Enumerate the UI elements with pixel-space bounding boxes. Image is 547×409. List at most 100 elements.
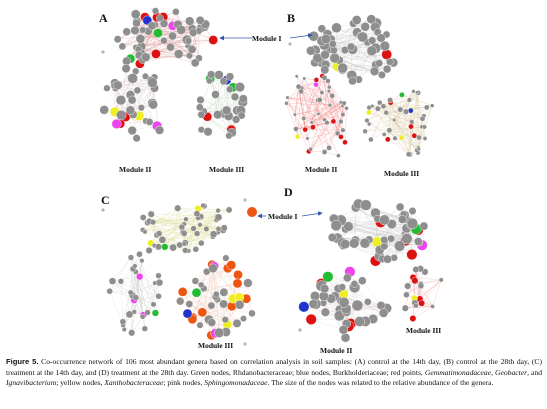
d-module-i-edge	[332, 204, 367, 238]
b-module-ii-edge	[344, 108, 347, 143]
a-module-i-node	[166, 43, 175, 52]
a-module-i-node	[118, 42, 127, 51]
a-module-ii-node	[127, 73, 138, 84]
d-module-iii-edge	[415, 305, 433, 307]
c-module-iii-rhodanobacteraceae-node	[191, 287, 202, 298]
a-module-iii-node	[237, 111, 246, 120]
b-module-ii-node	[321, 74, 328, 81]
b-module-ii-node	[308, 146, 313, 152]
caption-text-5: ; pink nodes,	[163, 378, 205, 388]
b-module-iii-node	[406, 97, 412, 103]
c-module-ii-edge	[112, 257, 132, 282]
a-module-iii-node	[234, 82, 245, 93]
caption-text-6: . The size of the nodes was related to t…	[267, 378, 494, 388]
c-module-i-node	[139, 214, 147, 221]
b-module-i-node	[351, 15, 362, 25]
a-module-iii-node	[196, 95, 205, 104]
b-module-ii-edge	[305, 122, 327, 130]
c-module-i-node	[214, 213, 223, 222]
c-module-iii-node	[214, 327, 225, 338]
c-module-i-edge	[162, 208, 199, 240]
b-module-ii-edge	[308, 122, 328, 152]
b-module-iii-node	[403, 108, 410, 115]
panel-d-module-iii-label: Module III	[406, 326, 441, 335]
module-i-label-top: Module I	[252, 34, 281, 43]
a-module-ii-node	[99, 105, 109, 115]
b-module-ii-node	[326, 145, 332, 151]
d-module-ii-node	[351, 299, 364, 312]
d-module-iii-red_points-node	[411, 277, 419, 285]
b-module-iii-edge	[365, 126, 425, 132]
b-module-i-node	[368, 36, 377, 45]
b-module-iii-xanthobacteraceae-node	[398, 134, 405, 141]
b-module-iii-edge	[394, 94, 403, 139]
b-module-iii-node	[405, 151, 412, 158]
d-module-i-node	[380, 235, 389, 244]
c-module-iii-edge	[215, 283, 238, 334]
b-module-ii-edge	[310, 91, 329, 150]
b-module-ii-node	[285, 95, 290, 100]
b-module-i-node	[369, 66, 380, 76]
c-module-i-edge	[184, 219, 217, 245]
b-module-i-node	[320, 65, 330, 75]
b-module-i-node	[317, 24, 326, 33]
b-module-ii-node	[325, 78, 331, 84]
b-module-iii-edge	[379, 102, 425, 128]
d-module-ii-rhodanobacteraceae-node	[322, 271, 334, 283]
a-module-ii-edge	[132, 79, 151, 115]
b-module-iii-red_points-node	[408, 123, 414, 130]
b-module-iii-edge	[394, 138, 411, 155]
c-module-ii-edge	[130, 257, 156, 284]
isolated-node	[243, 342, 247, 346]
b-module-iii-node	[422, 124, 427, 130]
b-module-iii-edge	[410, 110, 417, 151]
b-module-ii-xanthobacteraceae-node	[295, 133, 301, 140]
c-module-iii-node	[222, 254, 230, 262]
a-module-iii-node	[207, 70, 216, 79]
caption-genus-1: Gemmatimonadaceae	[424, 367, 492, 377]
a-module-ii-node	[132, 134, 141, 143]
c-module-iii-edge	[223, 282, 249, 305]
c-module-ii-edge	[122, 292, 131, 322]
c-module-ii-node	[125, 310, 134, 319]
a-module-iii-node	[197, 110, 206, 119]
b-module-iii-node	[423, 104, 430, 111]
b-module-iii-red_points-node	[384, 136, 391, 143]
b-module-i-node	[337, 62, 348, 74]
a-module-i-node	[139, 26, 147, 34]
d-module-i-edge	[345, 228, 407, 230]
c-module-ii-edge	[112, 276, 140, 282]
a-module-i-node	[132, 19, 141, 28]
c-module-i-edge	[150, 233, 185, 244]
b-module-iii-edge	[389, 102, 391, 131]
c-module-i-node	[169, 243, 177, 252]
c-module-i-edge	[188, 228, 194, 251]
a-module-i-node	[187, 45, 197, 54]
b-module-ii-red_points-node	[330, 118, 337, 125]
a-module-i-node	[159, 19, 169, 28]
c-module-ii-node	[141, 325, 148, 332]
c-module-ii-node	[106, 288, 113, 295]
b-module-iii-node	[392, 135, 398, 141]
c-module-i-node	[193, 210, 201, 217]
c-module-i-node	[194, 230, 201, 237]
d-module-iii-node	[412, 266, 420, 273]
c-module-i-edge	[185, 209, 230, 220]
b-module-iii-edge	[369, 119, 395, 125]
b-module-ii-edge	[286, 103, 330, 106]
c-module-i-node	[145, 246, 153, 254]
b-module-ii-node	[341, 100, 347, 106]
b-module-iii-edge	[383, 106, 415, 136]
a-module-iii-node	[230, 92, 240, 102]
d-module-iii-node	[417, 282, 425, 289]
c-module-iii-node	[191, 277, 200, 285]
d-module-i-node	[419, 221, 429, 231]
a-module-ii-node	[147, 77, 158, 88]
b-module-iii-node	[430, 103, 435, 108]
b-module-iii-edge	[366, 112, 387, 121]
c-module-i-node	[147, 210, 155, 218]
b-module-ii-node	[336, 153, 341, 158]
d-module-iii-node	[438, 277, 444, 283]
d-module-iii-node	[404, 282, 412, 290]
b-module-ii-node	[298, 88, 304, 95]
